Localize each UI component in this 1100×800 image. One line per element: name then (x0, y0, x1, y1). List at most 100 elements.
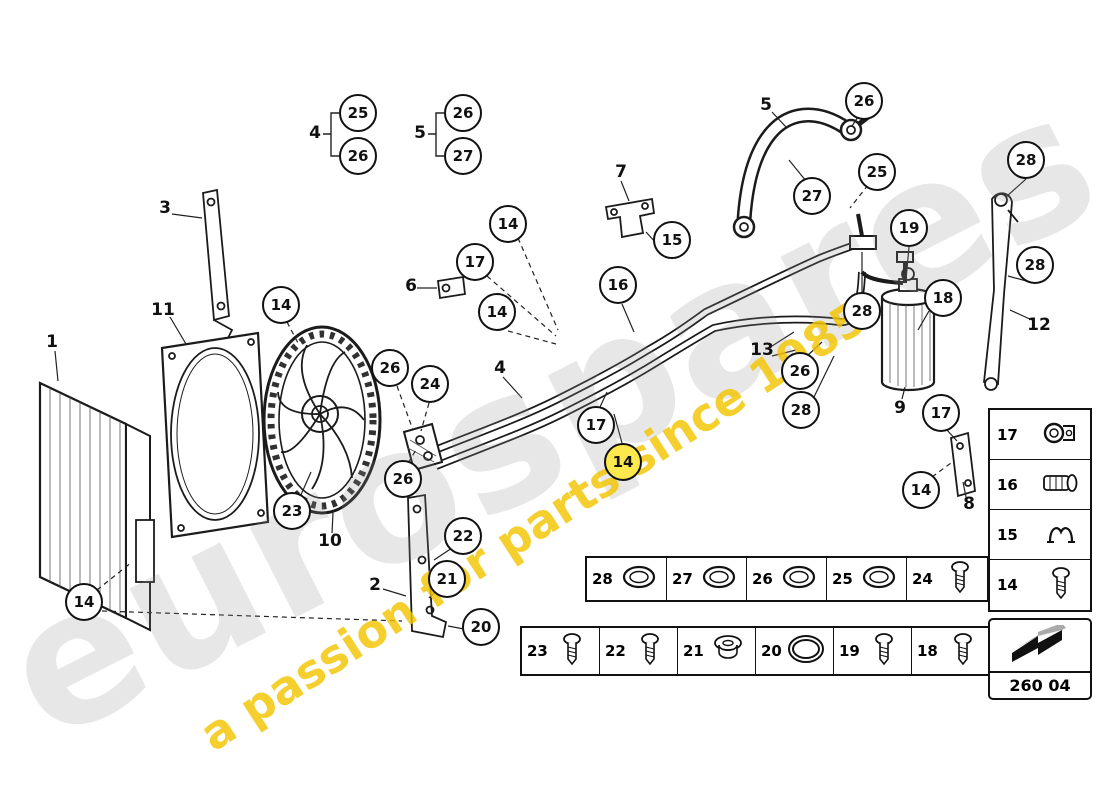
legend-table-side: 17 16 15 14 (988, 408, 1092, 612)
oring-icon (617, 559, 661, 599)
callout-14[interactable]: 14 (65, 583, 103, 621)
legend-part-number: 28 (592, 570, 613, 588)
legend-cell-15[interactable]: 15 (990, 510, 1090, 560)
callout-14[interactable]: 14 (262, 286, 300, 324)
legend-part-number: 15 (997, 525, 1018, 544)
legend-part-number: 19 (839, 642, 860, 660)
callout-14[interactable]: 14 (478, 293, 516, 331)
callout-28[interactable]: 28 (782, 391, 820, 429)
legend-part-number: 25 (832, 570, 853, 588)
legend-cell-21[interactable]: 21 (678, 628, 756, 674)
legend-part-number: 17 (997, 425, 1018, 444)
part-label-8[interactable]: 8 (963, 494, 975, 514)
callout-27[interactable]: 27 (444, 137, 482, 175)
part-label-1[interactable]: 1 (46, 332, 58, 352)
legend-cell-19[interactable]: 19 (834, 628, 912, 674)
part-label-4[interactable]: 4 (494, 358, 506, 378)
screw-icon (862, 631, 906, 671)
direction-arrow-icon (990, 620, 1090, 671)
screw-icon (1039, 565, 1083, 605)
callout-25[interactable]: 25 (858, 153, 896, 191)
part-label-5[interactable]: 5 (760, 95, 772, 115)
clip-icon (1039, 515, 1083, 555)
diagram-code-badge: 260 04 (988, 618, 1092, 700)
legend-part-number: 26 (752, 570, 773, 588)
legend-cell-26[interactable]: 26 (747, 558, 827, 600)
callout-23[interactable]: 23 (273, 492, 311, 530)
callout-28[interactable]: 28 (1007, 141, 1045, 179)
callout-14[interactable]: 14 (604, 443, 642, 481)
callout-26[interactable]: 26 (384, 460, 422, 498)
legend-cell-22[interactable]: 22 (600, 628, 678, 674)
part-label-9[interactable]: 9 (894, 398, 906, 418)
part-label-4[interactable]: 4 (309, 123, 321, 143)
legend-part-number: 23 (527, 642, 548, 660)
legend-part-number: 14 (997, 576, 1018, 594)
legend-cell-16[interactable]: 16 (990, 460, 1090, 510)
legend-cell-27[interactable]: 27 (667, 558, 747, 600)
oring-icon (857, 559, 901, 599)
screw-icon (938, 559, 982, 599)
screw-icon (628, 631, 672, 671)
callout-28[interactable]: 28 (1016, 246, 1054, 284)
legend-cell-18[interactable]: 18 (912, 628, 990, 674)
fan-art (262, 325, 382, 515)
legend-cell-14[interactable]: 14 (990, 560, 1090, 610)
callout-16[interactable]: 16 (599, 266, 637, 304)
callout-24[interactable]: 24 (411, 365, 449, 403)
part-label-10[interactable]: 10 (318, 531, 342, 551)
legend-cell-24[interactable]: 24 (907, 558, 987, 600)
legend-cell-23[interactable]: 23 (522, 628, 600, 674)
callout-19[interactable]: 19 (890, 209, 928, 247)
callout-25[interactable]: 25 (339, 94, 377, 132)
callout-26[interactable]: 26 (781, 352, 819, 390)
legend-part-number: 24 (912, 570, 933, 588)
part-label-13[interactable]: 13 (750, 340, 774, 360)
screw-icon (941, 631, 985, 671)
part-label-11[interactable]: 11 (151, 300, 175, 320)
callout-22[interactable]: 22 (444, 517, 482, 555)
callout-17[interactable]: 17 (922, 394, 960, 432)
grommet-icon (706, 631, 750, 671)
callout-26[interactable]: 26 (339, 137, 377, 175)
fan-shroud-art (160, 331, 270, 539)
part-label-2[interactable]: 2 (369, 575, 381, 595)
legend-cell-25[interactable]: 25 (827, 558, 907, 600)
part-label-7[interactable]: 7 (615, 162, 627, 182)
legend-part-number: 16 (997, 475, 1018, 494)
diagram-code: 260 04 (990, 671, 1090, 698)
part-label-3[interactable]: 3 (159, 198, 171, 218)
callout-26[interactable]: 26 (371, 349, 409, 387)
callout-14[interactable]: 14 (489, 205, 527, 243)
part-label-12[interactable]: 12 (1027, 315, 1051, 335)
legend-cell-20[interactable]: 20 (756, 628, 834, 674)
coupler-icon (1039, 465, 1083, 505)
screw-icon (550, 631, 594, 671)
part-label-6[interactable]: 6 (405, 276, 417, 296)
legend-cell-28[interactable]: 28 (587, 558, 667, 600)
legend-part-number: 18 (917, 642, 938, 660)
legend-part-number: 27 (672, 570, 693, 588)
callout-18[interactable]: 18 (924, 279, 962, 317)
legend-table-top: 28 27 26 25 24 (585, 556, 989, 602)
legend-cell-17[interactable]: 17 (990, 410, 1090, 460)
callout-21[interactable]: 21 (428, 560, 466, 598)
callout-17[interactable]: 17 (577, 406, 615, 444)
callout-26[interactable]: 26 (845, 82, 883, 120)
callout-28[interactable]: 28 (843, 292, 881, 330)
callout-15[interactable]: 15 (653, 221, 691, 259)
receiver-drier-art (880, 267, 936, 392)
part-label-5[interactable]: 5 (414, 123, 426, 143)
seal-icon (784, 631, 828, 671)
callout-14[interactable]: 14 (902, 471, 940, 509)
clamp-icon (1039, 415, 1083, 455)
legend-table-bottom: 23 22 21 20 19 18 (520, 626, 992, 676)
callout-17[interactable]: 17 (456, 243, 494, 281)
callout-26[interactable]: 26 (444, 94, 482, 132)
legend-part-number: 21 (683, 642, 704, 660)
callout-27[interactable]: 27 (793, 177, 831, 215)
legend-part-number: 22 (605, 642, 626, 660)
callout-20[interactable]: 20 (462, 608, 500, 646)
